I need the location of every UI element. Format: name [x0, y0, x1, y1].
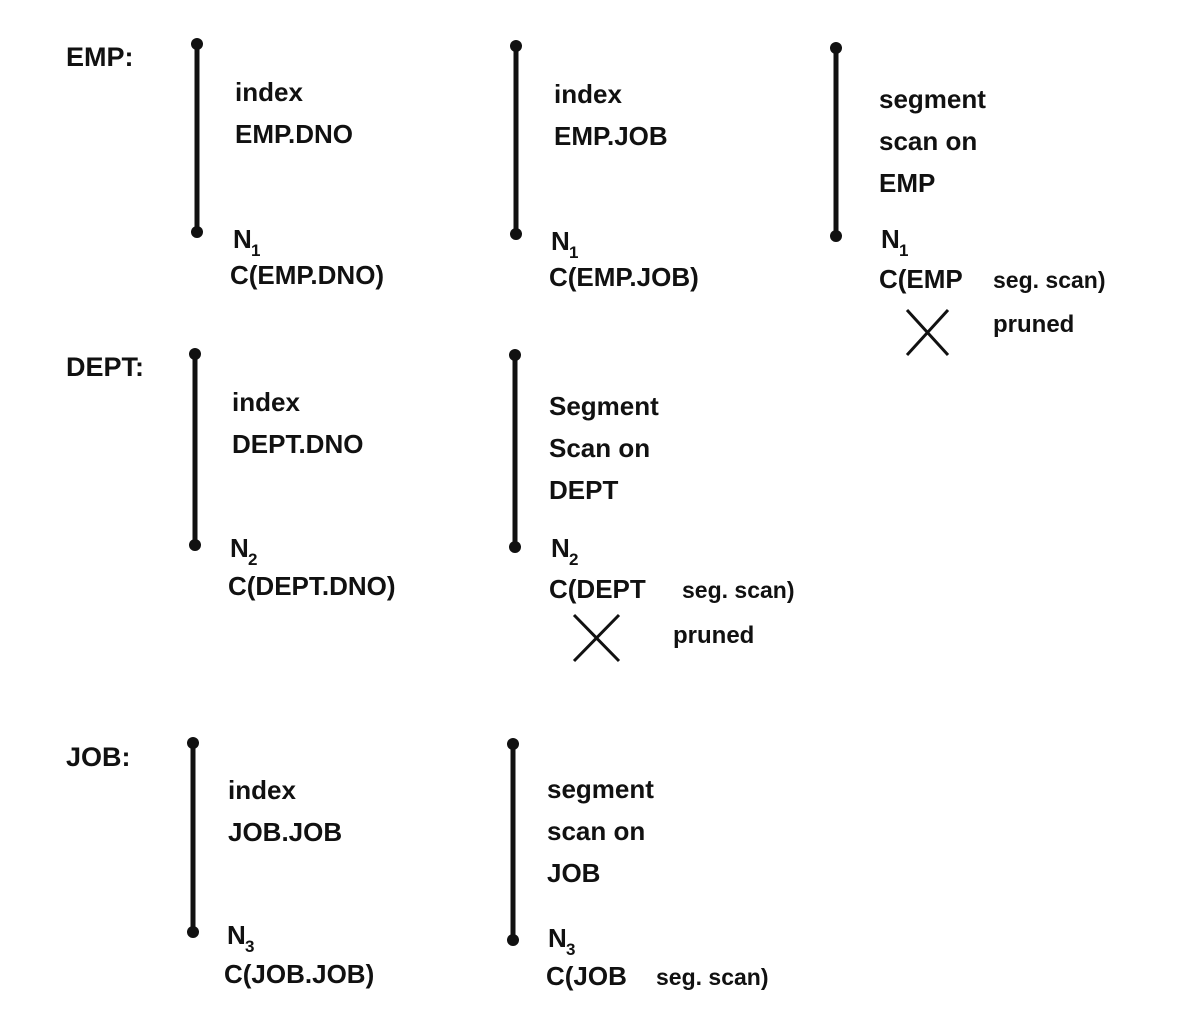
emp-path-1-cost: C(EMP.DNO): [230, 260, 385, 290]
path-line-dept-1: [189, 348, 201, 551]
path-line-job-2: [507, 738, 519, 946]
dept-path-2-cost: C(DEPT: [549, 574, 646, 604]
job-path-2-node: N: [548, 923, 567, 953]
dept-path-2-subscript: 2: [569, 550, 579, 569]
emp-path-2-node: N: [551, 226, 570, 256]
job-path-2-cost: C(JOB: [546, 961, 627, 991]
job-path-2-cost-suffix: seg. scan): [656, 964, 769, 990]
job-path-1-subscript: 3: [245, 937, 255, 956]
dept-path-2-cost-suffix: seg. scan): [682, 577, 795, 603]
pruned-mark-emp-seg: [905, 308, 950, 357]
emp-path-3-cost-suffix: seg. scan): [993, 267, 1106, 293]
job-path-2-desc-1: segment: [547, 774, 654, 804]
emp-path-3-desc-2: scan on: [879, 126, 978, 156]
path-line-emp-3: [830, 42, 842, 242]
job-path-1-node: N: [227, 920, 246, 950]
emp-path-3-pruned-label: pruned: [993, 311, 1075, 338]
emp-path-1-node: N: [233, 224, 252, 254]
emp-path-3-cost: C(EMP: [879, 264, 963, 294]
job-path-2-desc-3: JOB: [547, 858, 601, 888]
relation-label-emp: EMP:: [66, 42, 134, 72]
dept-path-1-desc-2: DEPT.DNO: [232, 429, 364, 459]
emp-path-2-desc-1: index: [554, 79, 622, 109]
emp-path-1-subscript: 1: [251, 241, 261, 260]
emp-path-1-desc-2: EMP.DNO: [235, 119, 353, 149]
job-path-1-desc-1: index: [228, 775, 296, 805]
path-line-job-1: [187, 737, 199, 938]
dept-path-1-subscript: 2: [248, 550, 258, 569]
path-line-emp-2: [510, 40, 522, 240]
dept-path-2-pruned-label: pruned: [673, 622, 755, 649]
emp-path-3-desc-1: segment: [879, 84, 986, 114]
emp-path-2-desc-2: EMP.JOB: [554, 121, 668, 151]
emp-path-3-node: N: [881, 224, 900, 254]
job-path-1-desc-2: JOB.JOB: [228, 817, 343, 847]
emp-path-2-subscript: 1: [569, 243, 579, 262]
dept-path-2-desc-2: Scan on: [549, 433, 651, 463]
job-path-2-desc-2: scan on: [547, 816, 646, 846]
relation-label-job: JOB:: [66, 742, 131, 772]
dept-path-1-node: N: [230, 533, 249, 563]
emp-path-2-cost: C(EMP.JOB): [549, 262, 699, 292]
dept-path-1-cost: C(DEPT.DNO): [228, 571, 396, 601]
emp-path-3-subscript: 1: [899, 241, 909, 260]
dept-path-1-desc-1: index: [232, 387, 300, 417]
dept-path-2-desc-3: DEPT: [549, 475, 619, 505]
dept-path-2-desc-1: Segment: [549, 391, 659, 421]
path-line-dept-2: [509, 349, 521, 553]
job-path-2-subscript: 3: [566, 940, 576, 959]
dept-path-2-node: N: [551, 533, 570, 563]
emp-path-3-desc-3: EMP: [879, 168, 936, 198]
pruned-mark-dept-seg: [572, 613, 621, 663]
relation-label-dept: DEPT:: [66, 352, 145, 382]
emp-path-1-desc-1: index: [235, 77, 303, 107]
path-line-emp-1: [191, 38, 203, 238]
job-path-1-cost: C(JOB.JOB): [224, 959, 375, 989]
